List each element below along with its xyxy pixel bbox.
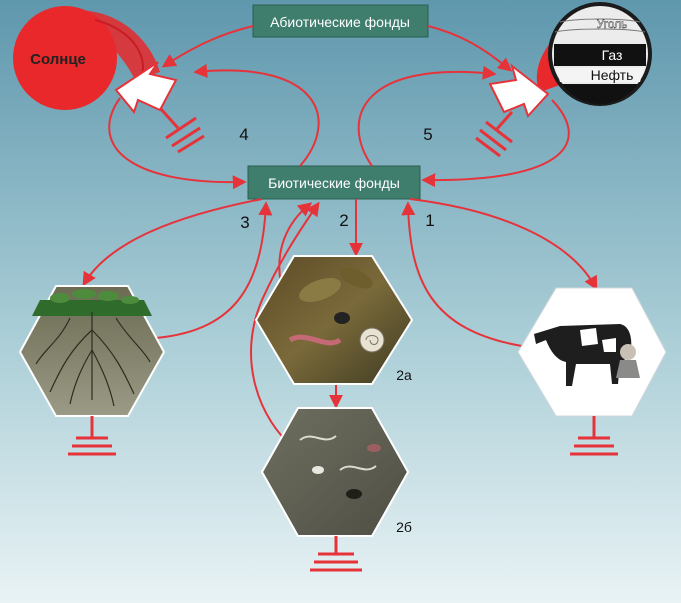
- fossil-fuel-icon: [536, 2, 652, 106]
- pathway-1-label: 1: [425, 211, 434, 230]
- cow-icon: [534, 324, 640, 386]
- sun-icon: [13, 6, 160, 110]
- ground-dissipation-icon: [310, 536, 362, 572]
- abiotic-funds-box: [252, 4, 429, 38]
- abiotic-funds-label: Абиотические фонды: [270, 14, 410, 30]
- ground-dissipation-icon: [68, 416, 116, 456]
- humus-hexagon: [260, 407, 410, 537]
- ground-dissipation-icon: [570, 416, 618, 456]
- pathway-3-label: 3: [240, 213, 249, 232]
- pathway-4-label: 4: [239, 125, 248, 144]
- biotic-funds-box: [247, 165, 421, 200]
- right-energy-arrow: [488, 63, 550, 118]
- litter-hexagon: [254, 255, 414, 385]
- sun-label: Солнце: [30, 51, 86, 68]
- decomposers-a-label: 2а: [396, 367, 412, 383]
- ground-dissipation-icon: [475, 111, 514, 158]
- flow-arrows: [82, 25, 598, 449]
- ground-dissipation-icon: [158, 106, 205, 154]
- pathway-2-label: 2: [339, 211, 348, 230]
- biotic-funds-label: Биотические фонды: [268, 175, 400, 191]
- plants-hexagon: [18, 285, 166, 417]
- animals-hexagon: [517, 287, 667, 417]
- oil-label: Нефть: [591, 67, 634, 83]
- gas-label: Газ: [602, 47, 623, 63]
- pathway-5-label: 5: [423, 125, 432, 144]
- coal-label: Уголь: [597, 17, 628, 31]
- left-energy-arrow: [114, 61, 178, 115]
- decomposers-b-label: 2б: [396, 519, 412, 535]
